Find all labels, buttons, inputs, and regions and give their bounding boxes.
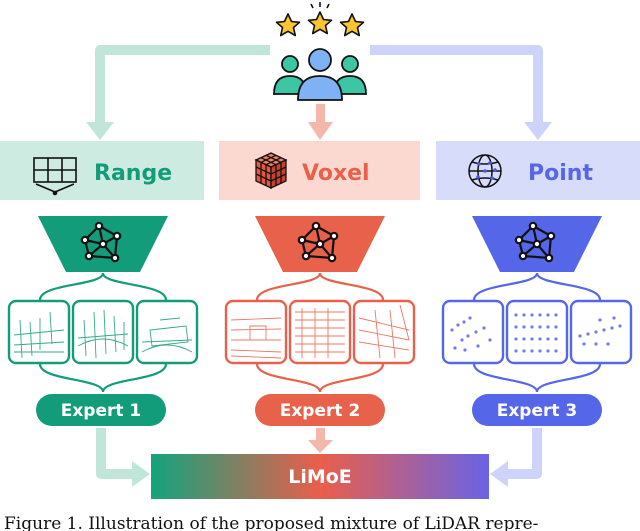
scan-thumbnails-voxel (224, 299, 416, 365)
expert-2-pill: Expert 2 (255, 394, 385, 426)
scan-thumbnails-range (7, 299, 199, 365)
expert-1-label: Expert 1 (61, 401, 142, 421)
scan-thumbnails-point (441, 299, 633, 365)
expert-3-pill: Expert 3 (472, 394, 602, 426)
brace-top-point (472, 272, 602, 301)
mode-box-voxel: Voxel (219, 141, 420, 200)
brace-top-voxel (255, 272, 385, 301)
network-graph-icon (80, 221, 122, 263)
network-graph-icon (297, 221, 339, 263)
users-three-stars-icon (273, 2, 367, 101)
mode-box-point: Point (436, 141, 640, 200)
brace-bottom-point (472, 363, 602, 393)
point-sphere-icon (468, 154, 502, 188)
scan-content-range (13, 309, 193, 359)
brace-top-range (38, 272, 168, 301)
brace-bottom-voxel (255, 363, 385, 393)
mode-box-range: Range (0, 141, 204, 200)
brace-bottom-range (38, 363, 168, 393)
range-grid-icon (33, 157, 77, 196)
figure-caption: Figure 1. Illustration of the proposed m… (4, 514, 539, 531)
scan-content-voxel (230, 304, 410, 359)
mode-label-voxel: Voxel (302, 161, 370, 186)
bottom-connectors (96, 428, 542, 487)
limoe-label: LiMoE (288, 466, 352, 488)
expert-2-label: Expert 2 (280, 401, 361, 421)
limoe-output-box: LiMoE (151, 454, 489, 499)
scan-content-point (450, 313, 622, 353)
mode-label-range: Range (94, 161, 172, 186)
top-connectors (86, 45, 552, 140)
network-graph-icon (514, 221, 556, 263)
voxel-cube-icon (254, 152, 288, 190)
expert-1-pill: Expert 1 (36, 394, 166, 426)
mode-label-point: Point (528, 161, 593, 186)
expert-3-label: Expert 3 (497, 401, 578, 421)
